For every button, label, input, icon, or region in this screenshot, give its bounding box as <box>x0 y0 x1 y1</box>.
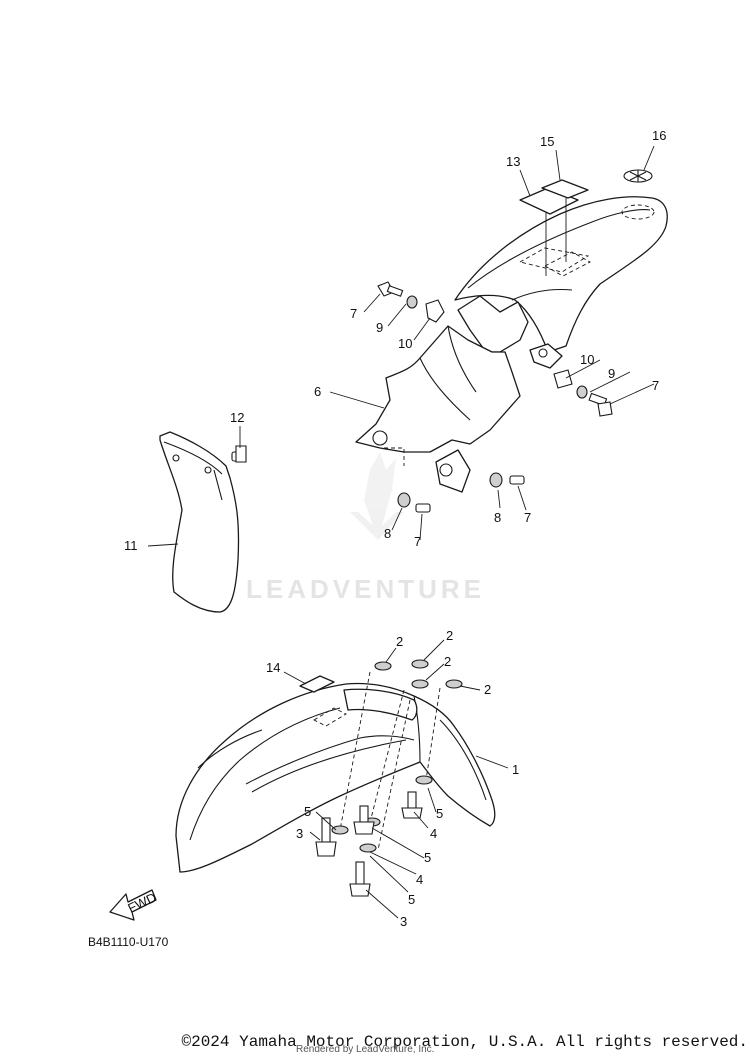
front-fender <box>175 671 496 873</box>
callout-7: 7 <box>350 306 357 321</box>
callout-9: 9 <box>376 320 383 335</box>
decal-15 <box>541 179 589 199</box>
callout-2: 2 <box>484 682 491 697</box>
callout-10: 10 <box>580 352 594 367</box>
rear-fender <box>355 169 668 493</box>
callout-7: 7 <box>524 510 531 525</box>
bolt-7-a <box>377 281 404 297</box>
copyright-notice: ©2024 Yamaha Motor Corporation, U.S.A. A… <box>181 1033 749 1051</box>
diagram-code: B4B1110-U170 <box>88 935 169 949</box>
callout-7: 7 <box>414 534 421 549</box>
callout-1: 1 <box>512 762 519 777</box>
bolt-3-b <box>349 861 371 897</box>
callout-11: 11 <box>124 538 138 553</box>
bolt-4-a <box>353 805 375 835</box>
callout-16: 16 <box>652 128 666 143</box>
callout-14: 14 <box>266 660 280 675</box>
leader-lines <box>147 145 655 919</box>
mud-flap <box>159 431 247 613</box>
watermark-text: LEADVENTURE <box>246 574 485 604</box>
bolt-3-a <box>315 817 337 857</box>
callout-8: 8 <box>384 526 391 541</box>
callout-5: 5 <box>424 850 431 865</box>
callout-13: 13 <box>506 154 520 169</box>
emblem-16 <box>623 169 653 183</box>
callouts: 15 13 16 7 9 10 6 10 9 7 8 7 8 7 12 11 1… <box>124 128 666 929</box>
callout-12: 12 <box>230 410 244 425</box>
callout-5: 5 <box>408 892 415 907</box>
fwd-arrow-icon: FWD <box>109 889 159 921</box>
callout-3: 3 <box>400 914 407 929</box>
callout-2: 2 <box>396 634 403 649</box>
callout-6: 6 <box>314 384 321 399</box>
fwd-label: FWD <box>125 890 158 916</box>
callout-9: 9 <box>608 366 615 381</box>
callout-5: 5 <box>304 804 311 819</box>
decal-14 <box>299 675 335 693</box>
callout-7: 7 <box>652 378 659 393</box>
callout-5: 5 <box>436 806 443 821</box>
rendered-by-notice: Rendered by LeadVenture, Inc. <box>296 1044 435 1055</box>
watermark: LEADVENTURE <box>246 452 485 604</box>
callout-8: 8 <box>494 510 501 525</box>
callout-2: 2 <box>444 654 451 669</box>
rear-fender-hardware <box>377 281 613 513</box>
callout-15: 15 <box>540 134 554 149</box>
watermark-logo-icon <box>350 452 404 540</box>
screw-12 <box>231 445 247 463</box>
callout-10: 10 <box>398 336 412 351</box>
callout-2: 2 <box>446 628 453 643</box>
callout-3: 3 <box>296 826 303 841</box>
emblem-recess <box>621 204 655 220</box>
front-fender-hardware <box>315 659 463 897</box>
callout-4: 4 <box>430 826 437 841</box>
callout-4: 4 <box>416 872 423 887</box>
bolt-4-b <box>401 791 423 819</box>
